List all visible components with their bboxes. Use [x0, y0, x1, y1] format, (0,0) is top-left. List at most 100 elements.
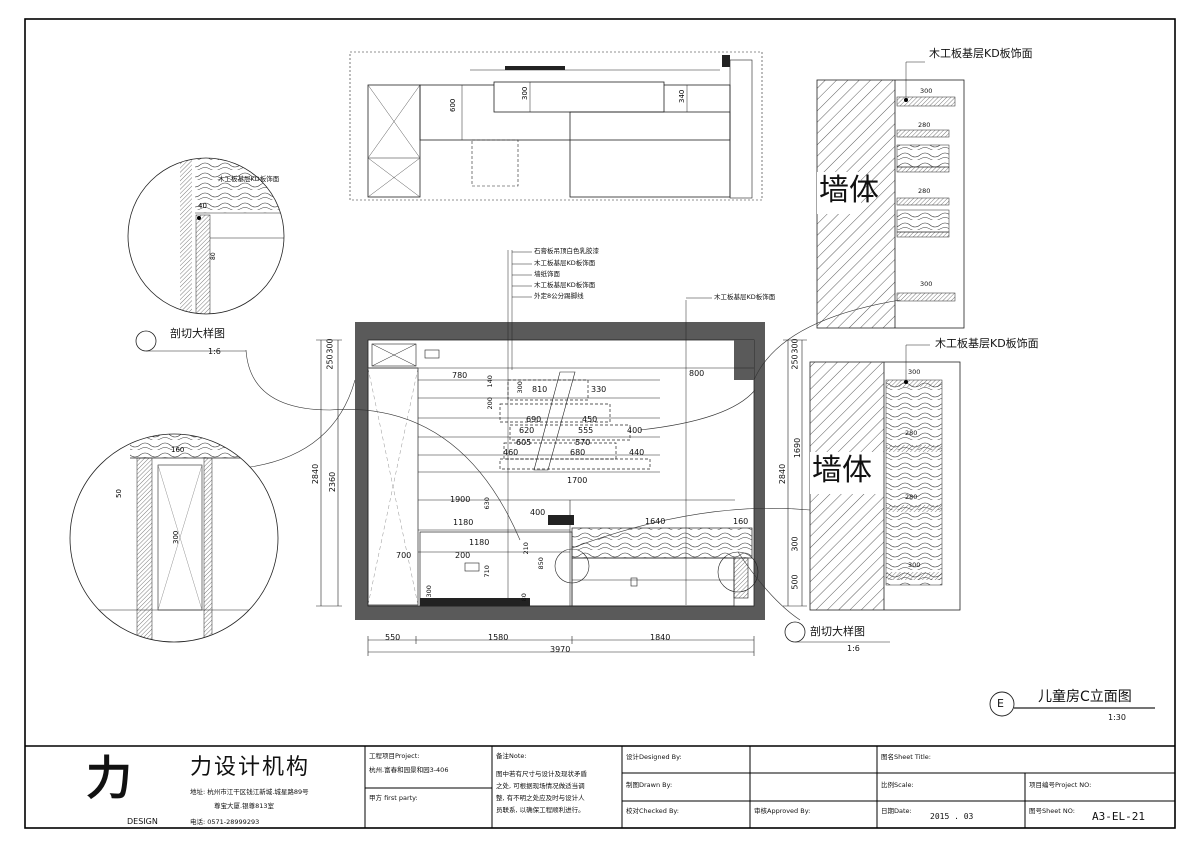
detail-right-bottom [784, 361, 961, 643]
dim-690: 690 [526, 415, 542, 424]
label-wood-kd-mid-right: 木工板基层KD板饰面 [935, 337, 1039, 350]
company-phone: 电话: 0571-28999293 [190, 818, 260, 826]
dim-500: 500 [790, 574, 800, 590]
sheet-no-value: A3-EL-21 [1092, 810, 1145, 823]
dim-top-340: 340 [678, 90, 686, 103]
project-label: 工程项目Project: [369, 752, 420, 760]
label-wood-kd-1: 木工板基层KD板饰面 [534, 259, 596, 267]
label-wood-kd-2: 木工板基层KD板饰面 [534, 281, 596, 289]
sheet-no-label: 图号Sheet NO: [1029, 807, 1075, 815]
label-wall-2: 墙体 [812, 453, 872, 488]
dim-550: 550 [385, 633, 401, 642]
dim-450: 450 [582, 415, 598, 424]
dim-460: 460 [503, 448, 519, 457]
note-text-1: 图中若有尺寸与设计及现状矛盾 [496, 770, 587, 778]
label-wood-kd-right: 木工板基层KD板饰面 [714, 293, 776, 301]
dim-1640: 1640 [645, 517, 666, 526]
dim-v-300b: 300 [424, 585, 433, 598]
dim-620: 620 [519, 426, 535, 435]
dim-r2-280a: 280 [905, 429, 918, 437]
dim-200: 200 [455, 551, 471, 560]
dim-680: 680 [570, 448, 586, 457]
scale-label: 比例Scale: [881, 781, 914, 789]
date-value: 2015 . 03 [930, 812, 974, 821]
logo: 力 [80, 755, 150, 807]
dim-r-280b: 280 [918, 187, 931, 195]
dim-555: 555 [578, 426, 594, 435]
dim-3970: 3970 [550, 645, 571, 654]
project-no-label: 项目编号Project NO: [1029, 781, 1092, 789]
label-wall-1: 墙体 [819, 173, 879, 208]
dim-300-left: 300 [325, 338, 335, 354]
detail-right-top [816, 79, 965, 329]
dim-top-600: 600 [449, 99, 457, 112]
dim-r2-300a: 300 [908, 368, 921, 376]
dim-v-140: 140 [485, 375, 494, 388]
project-value: 杭州.富春和园景和园3-406 [369, 766, 449, 774]
approved-label: 审核Approved By: [754, 807, 811, 815]
dim-570: 570 [575, 438, 591, 447]
section-detail-right-title: 剖切大样图 [810, 625, 865, 638]
checked-label: 校对Checked By: [626, 807, 679, 815]
drawing-letter: E [997, 697, 1004, 710]
dim-1180a: 1180 [453, 518, 474, 527]
dim-440: 440 [629, 448, 645, 457]
dim-r2-300b: 300 [908, 561, 921, 569]
designed-label: 设计Designed By: [626, 753, 682, 761]
dim-330: 330 [591, 385, 607, 394]
drawing-title: 儿童房C立面图 [1038, 689, 1132, 705]
drawn-label: 制图Drawn By: [626, 781, 673, 789]
drawing-scale: 1:30 [1108, 713, 1126, 722]
label-wallpaper: 墙纸饰面 [534, 270, 560, 278]
dim-1900: 1900 [450, 495, 471, 504]
dim-v-200: 200 [485, 397, 494, 410]
dim-r-300a: 300 [920, 87, 933, 95]
note-label: 备注Note: [496, 752, 527, 760]
dim-800: 800 [689, 369, 705, 378]
dim-v-210: 210 [521, 542, 530, 555]
dim-1700: 1700 [567, 476, 588, 485]
dim-160: 160 [733, 517, 749, 526]
dim-300-right-2: 300 [790, 536, 800, 552]
note-text-3: 整, 有不明之处应及时与设计人 [496, 794, 585, 802]
detail-circle-top-left [127, 157, 285, 352]
date-label: 日期Date: [881, 807, 912, 815]
dim-400b: 400 [530, 508, 546, 517]
label-wood-kd-top-right: 木工板基层KD板饰面 [929, 47, 1033, 60]
dim-det-80: 80 [210, 252, 217, 260]
dim-810: 810 [532, 385, 548, 394]
dim-700: 700 [396, 551, 412, 560]
dim-v-850: 850 [536, 557, 545, 570]
note-text-4: 员联系, 以确保工程顺利进行。 [496, 806, 585, 814]
dim-v-710: 710 [482, 565, 491, 578]
dim-det-40: 40 [198, 202, 207, 210]
sheet-title-label: 图名Sheet Title: [881, 753, 931, 761]
section-detail-left-scale: 1:6 [208, 347, 221, 356]
dim-r-300b: 300 [920, 280, 933, 288]
dim-v-630: 630 [482, 497, 491, 510]
top-plan [349, 51, 763, 201]
note-text-2: 之处, 可根据现场情况做适当调 [496, 782, 585, 790]
dim-det-160: 160 [171, 446, 184, 454]
dim-v-80: 80 [519, 593, 528, 602]
label-wood-kd-detail-left: 木工板基层KD板饰面 [218, 175, 280, 183]
company-address-1: 地址: 杭州市江干区钱江新城.城星路89号 [190, 788, 309, 796]
dim-605: 605 [516, 438, 532, 447]
company-address-2: 尊宝大厦.银尊813室 [214, 802, 274, 810]
main-elevation [355, 250, 765, 620]
dim-det-300: 300 [172, 531, 180, 544]
logo-mark: 力 [86, 751, 132, 805]
dim-1180b: 1180 [469, 538, 490, 547]
company-name: 力设计机构 [190, 755, 311, 780]
dim-300-right: 300 [790, 338, 800, 354]
dim-1690: 1690 [793, 437, 803, 459]
label-plaster-ceiling: 石膏板吊顶白色乳胶漆 [534, 247, 599, 255]
logo-sub: DESIGN [127, 817, 158, 826]
dim-det-50: 50 [115, 489, 123, 498]
dim-780: 780 [452, 371, 468, 380]
dim-2840-right: 2840 [778, 463, 788, 485]
dim-r2-280b: 280 [905, 493, 918, 501]
dim-250-right: 250 [790, 354, 800, 370]
